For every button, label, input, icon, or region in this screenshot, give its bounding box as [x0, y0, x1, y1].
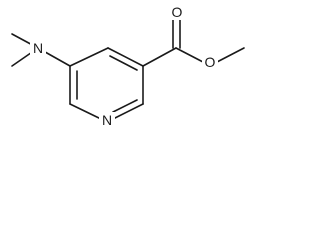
bonds	[11, 17, 245, 120]
amine-nitrogen-label: N	[33, 40, 43, 56]
bond-ring-c4-c3	[107, 47, 144, 67]
bond-ring-carbonyl	[142, 47, 177, 67]
bond-ring-c2-n1-inner	[112, 99, 138, 113]
bond-ring-c5-c4	[69, 47, 109, 67]
bond-ring-c4-c3-inner	[109, 55, 138, 71]
ring-nitrogen-label: N	[102, 112, 112, 128]
molecule-structure-diagram: N N O O	[11, 4, 245, 128]
bond-ring-c2-n1	[112, 103, 144, 120]
bond-ester-o-methyl	[216, 47, 245, 63]
ester-oxygen-label: O	[205, 54, 216, 70]
bond-ring-n1-c6	[69, 103, 102, 120]
bond-carbonyl-ester-o	[175, 47, 204, 63]
carbonyl-oxygen-label: O	[172, 4, 183, 20]
atom-labels: N N O O	[30, 4, 218, 128]
